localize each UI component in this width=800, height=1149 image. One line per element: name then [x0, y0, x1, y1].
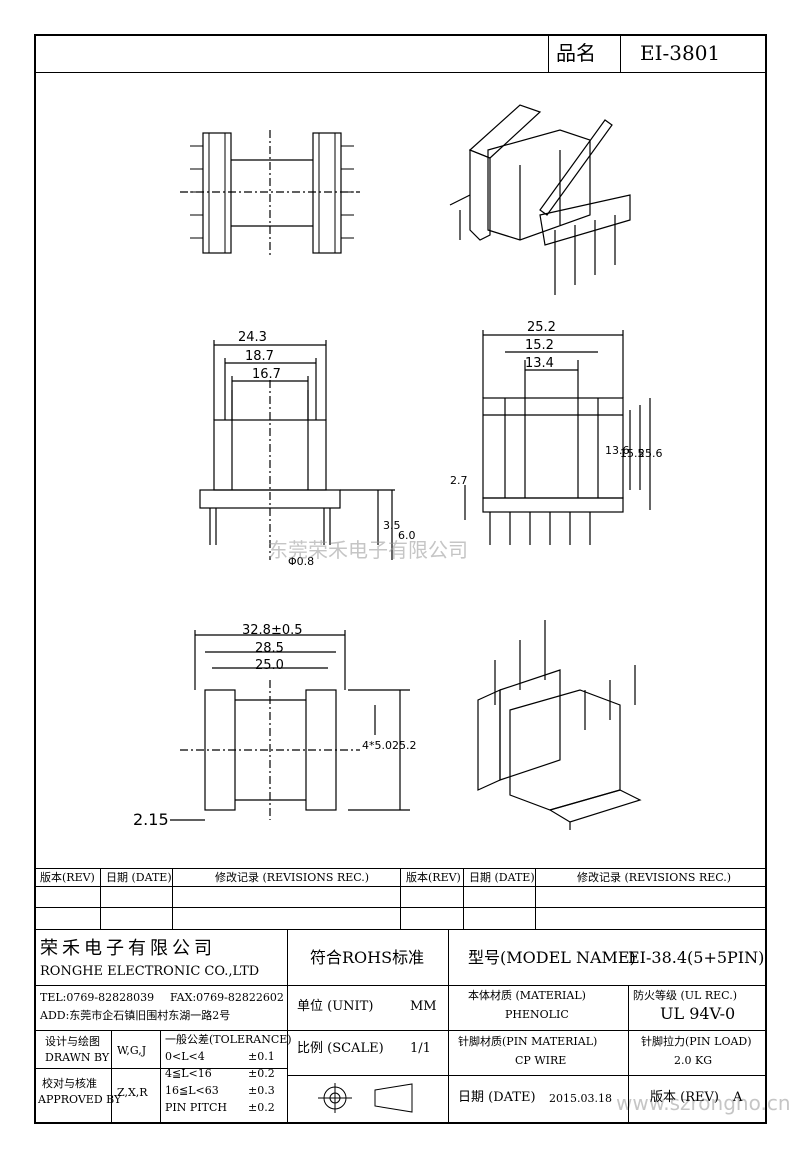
tb-v4 — [111, 1030, 112, 1124]
rev-header-date-1: 日期 (DATE) — [106, 871, 172, 884]
rev-label: 版本 (REV) — [650, 1090, 719, 1105]
top-view-upper — [180, 130, 360, 256]
company-name-cn: 荣禾电子有限公司 — [40, 938, 216, 959]
technical-drawing — [170, 104, 651, 830]
tb-h4 — [287, 1030, 767, 1031]
company-tel: TEL:0769-82828039 — [40, 991, 155, 1004]
dim-top-3: 25.0 — [255, 658, 284, 673]
dim-side-1: 25.2 — [527, 320, 556, 335]
drawn-label-en: DRAWN BY — [45, 1051, 110, 1064]
part-name-label: 品名 — [556, 41, 596, 65]
material-label: 本体材质 (MATERIAL) — [468, 989, 586, 1002]
dim-front-2: 18.7 — [245, 349, 274, 364]
dim-top-4: 4*5.0 — [362, 739, 392, 752]
dim-side-5: 13.6 — [605, 444, 630, 457]
tb-h5 — [287, 1075, 767, 1076]
date-value: 2015.03.18 — [549, 1092, 612, 1105]
pin-load-label: 针脚拉力(PIN LOAD) — [641, 1035, 752, 1048]
scale-value: 1/1 — [410, 1041, 431, 1056]
scale-label: 比例 (SCALE) — [297, 1041, 384, 1056]
tb-v5 — [160, 1030, 161, 1124]
dim-top-5: 25.2 — [392, 739, 417, 752]
unit-label: 单位 (UNIT) — [297, 999, 374, 1014]
header-divider — [34, 72, 767, 73]
rev-col-3 — [400, 868, 401, 929]
rev-value: A — [733, 1090, 743, 1105]
dim-side-3: 13.4 — [525, 356, 554, 371]
fire-value: UL 94V-0 — [660, 1004, 736, 1023]
projection-symbol — [318, 1083, 413, 1113]
watermark-site: www.szrongho.cn — [616, 1091, 791, 1115]
part-number: EI-3801 — [640, 41, 721, 65]
top-view-lower — [170, 630, 410, 821]
dim-side-6: 15.5 — [620, 447, 645, 460]
dim-side-4: 2.7 — [450, 474, 468, 487]
tol-value-3: ±0.3 — [248, 1084, 275, 1097]
title-box-divider — [620, 34, 621, 72]
rev-col-1 — [100, 868, 101, 929]
drawn-label-cn: 设计与绘图 — [45, 1035, 100, 1048]
tol-value-4: ±0.2 — [248, 1101, 275, 1114]
tb-h1 — [34, 985, 767, 986]
rev-col-2 — [172, 868, 173, 929]
drawn-value: W,G,J — [117, 1044, 147, 1057]
side-view — [464, 330, 651, 545]
title-box-left — [548, 34, 549, 72]
unit-value: MM — [410, 999, 437, 1014]
tol-range-2: 4≦L<16 — [165, 1067, 212, 1080]
approved-value: Z,X,R — [117, 1086, 148, 1099]
model-value: EI-38.4(5+5PIN) — [628, 948, 765, 967]
rev-col-4 — [463, 868, 464, 929]
dim-front-5: 6.0 — [398, 529, 416, 542]
watermark-company: 东莞荣禾电子有限公司 — [268, 538, 468, 562]
approved-label-cn: 校对与核准 — [42, 1077, 97, 1090]
front-view — [199, 340, 395, 560]
dim-front-1: 24.3 — [238, 330, 267, 345]
company-fax: FAX:0769-82822602 — [170, 991, 284, 1004]
tb-v1 — [287, 929, 288, 1124]
company-name-en: RONGHE ELECTRONIC CO.,LTD — [40, 964, 260, 979]
fire-label: 防火等级 (UL REC.) — [633, 989, 737, 1002]
tol-range-4: PIN PITCH — [165, 1101, 227, 1114]
tb-v3 — [628, 985, 629, 1124]
rev-header-rev-1: 版本(REV) — [40, 871, 95, 884]
pin-material-value: CP WIRE — [515, 1054, 567, 1067]
isometric-view-lower — [477, 620, 642, 830]
pin-load-value: 2.0 KG — [674, 1054, 712, 1067]
tol-range-3: 16≦L<63 — [165, 1084, 219, 1097]
dim-top-6: 2.15 — [133, 810, 169, 829]
dim-front-4: 3.5 — [383, 519, 401, 532]
rev-header-rec-1: 修改记录 (REVISIONS REC.) — [215, 871, 370, 884]
dim-top-2: 28.5 — [255, 641, 284, 656]
rohs-label: 符合ROHS标准 — [310, 948, 425, 967]
rev-table-bottom — [34, 929, 767, 930]
tol-value-1: ±0.1 — [248, 1050, 275, 1063]
dim-top-1: 32.8±0.5 — [242, 623, 303, 638]
model-label: 型号(MODEL NAME) — [468, 948, 636, 967]
dim-side-7: 25.6 — [638, 447, 663, 460]
rev-col-5 — [535, 868, 536, 929]
tolerance-header: 一般公差(TOLERANCE) — [165, 1033, 292, 1046]
pin-material-label: 针脚材质(PIN MATERIAL) — [458, 1035, 598, 1048]
date-label: 日期 (DATE) — [458, 1090, 536, 1105]
tol-range-1: 0<L<4 — [165, 1050, 205, 1063]
tb-v2 — [448, 929, 449, 1124]
rev-header-rev-2: 版本(REV) — [406, 871, 461, 884]
material-value: PHENOLIC — [505, 1008, 569, 1021]
tol-value-2: ±0.2 — [248, 1067, 275, 1080]
rev-header-date-2: 日期 (DATE) — [469, 871, 535, 884]
rev-header-rec-2: 修改记录 (REVISIONS REC.) — [577, 871, 732, 884]
approved-label-en: APPROVED BY — [38, 1093, 122, 1106]
drawing-frame — [34, 34, 767, 1124]
dim-front-3: 16.7 — [252, 367, 281, 382]
dim-side-2: 15.2 — [525, 338, 554, 353]
company-address: ADD:东莞市企石镇旧围村东湖一路2号 — [40, 1009, 231, 1022]
dim-front-6: Φ0.8 — [288, 555, 315, 568]
isometric-view-upper — [449, 104, 631, 295]
